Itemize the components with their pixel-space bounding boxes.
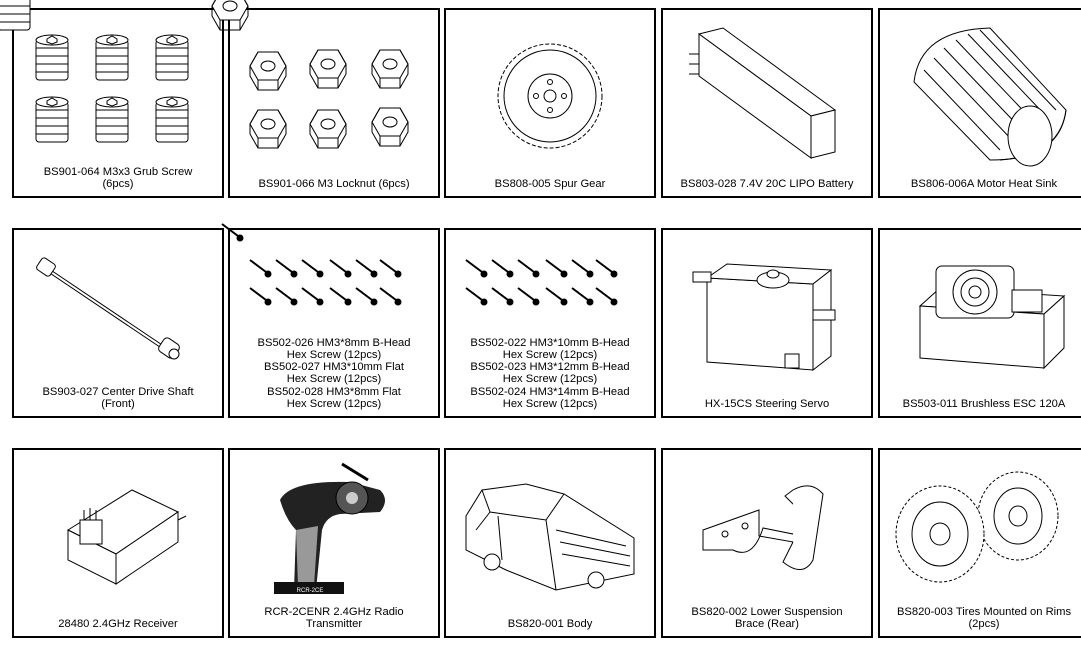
part-card-steering-servo: HX-15CS Steering Servo <box>661 228 873 418</box>
spur-gear-illustration <box>497 43 603 149</box>
part-caption: BS901-064 M3x3 Grub Screw (6pcs) <box>43 165 193 190</box>
brushless-esc-illustration <box>918 265 1066 370</box>
steering-servo-illustration <box>692 263 836 372</box>
part-caption: BS808-005 Spur Gear <box>494 177 606 190</box>
part-card-suspension-brace: BS820-002 Lower Suspension Brace (Rear) <box>661 448 873 638</box>
part-caption: BS820-003 Tires Mounted on Rims (2pcs) <box>896 605 1072 630</box>
part-card-spur-gear: BS808-005 Spur Gear <box>444 8 656 198</box>
part-card-receiver: 28480 2.4GHz Receiver <box>12 448 224 638</box>
tires-rims-illustration <box>895 471 1059 583</box>
lipo-battery-illustration <box>689 27 837 159</box>
part-caption: BS803-028 7.4V 20C LIPO Battery <box>680 177 854 190</box>
receiver-illustration <box>66 489 187 585</box>
part-card-radio-transmitter: RCR-2CE RCR-2CENR 2.4GHz Radio Transmitt… <box>228 448 440 638</box>
part-caption: BS901-066 M3 Locknut (6pcs) <box>258 177 410 190</box>
part-card-locknut: BS901-066 M3 Locknut (6pcs) <box>211 0 440 198</box>
part-card-body-shell: BS820-001 Body <box>444 448 656 638</box>
part-caption: 28480 2.4GHz Receiver <box>58 617 178 630</box>
part-caption: BS820-002 Lower Suspension Brace (Rear) <box>691 605 843 630</box>
hex-screw-set-a-illustration <box>221 223 402 306</box>
part-caption: BS502-022 HM3*10mm B-Head Hex Screw (12p… <box>470 336 630 410</box>
part-caption: BS903-027 Center Drive Shaft (Front) <box>42 385 194 410</box>
part-caption: BS503-011 Brushless ESC 120A <box>902 397 1066 410</box>
locknut-illustration <box>211 0 409 149</box>
part-caption: HX-15CS Steering Servo <box>704 397 830 410</box>
part-card-lipo-battery: BS803-028 7.4V 20C LIPO Battery <box>661 8 873 198</box>
center-drive-shaft-illustration <box>36 257 180 360</box>
part-card-brushless-esc: BS503-011 Brushless ESC 120A <box>878 228 1081 418</box>
part-caption: BS820-001 Body <box>507 617 593 630</box>
grub-screw-illustration <box>0 0 189 143</box>
motor-heat-sink-illustration <box>913 27 1067 167</box>
part-caption: RCR-2CENR 2.4GHz Radio Transmitter <box>264 605 404 630</box>
transmitter-brand-label: RCR-2CE <box>297 588 324 594</box>
part-card-hex-screw-set-b: BS502-022 HM3*10mm B-Head Hex Screw (12p… <box>444 228 656 418</box>
body-shell-illustration <box>465 483 635 591</box>
radio-transmitter-illustration: RCR-2CE <box>274 462 385 594</box>
part-card-tires-rims: BS820-003 Tires Mounted on Rims (2pcs) <box>878 448 1081 638</box>
part-card-center-drive-shaft: BS903-027 Center Drive Shaft (Front) <box>12 228 224 418</box>
part-card-motor-heat-sink: BS806-006A Motor Heat Sink <box>878 8 1081 198</box>
part-caption: BS806-006A Motor Heat Sink <box>910 177 1058 190</box>
suspension-brace-illustration <box>702 485 824 570</box>
part-card-grub-screw: BS901-064 M3x3 Grub Screw (6pcs) <box>0 0 224 198</box>
part-caption: BS502-026 HM3*8mm B-Head Hex Screw (12pc… <box>257 336 411 410</box>
part-card-hex-screw-set-a: BS502-026 HM3*8mm B-Head Hex Screw (12pc… <box>221 223 440 418</box>
